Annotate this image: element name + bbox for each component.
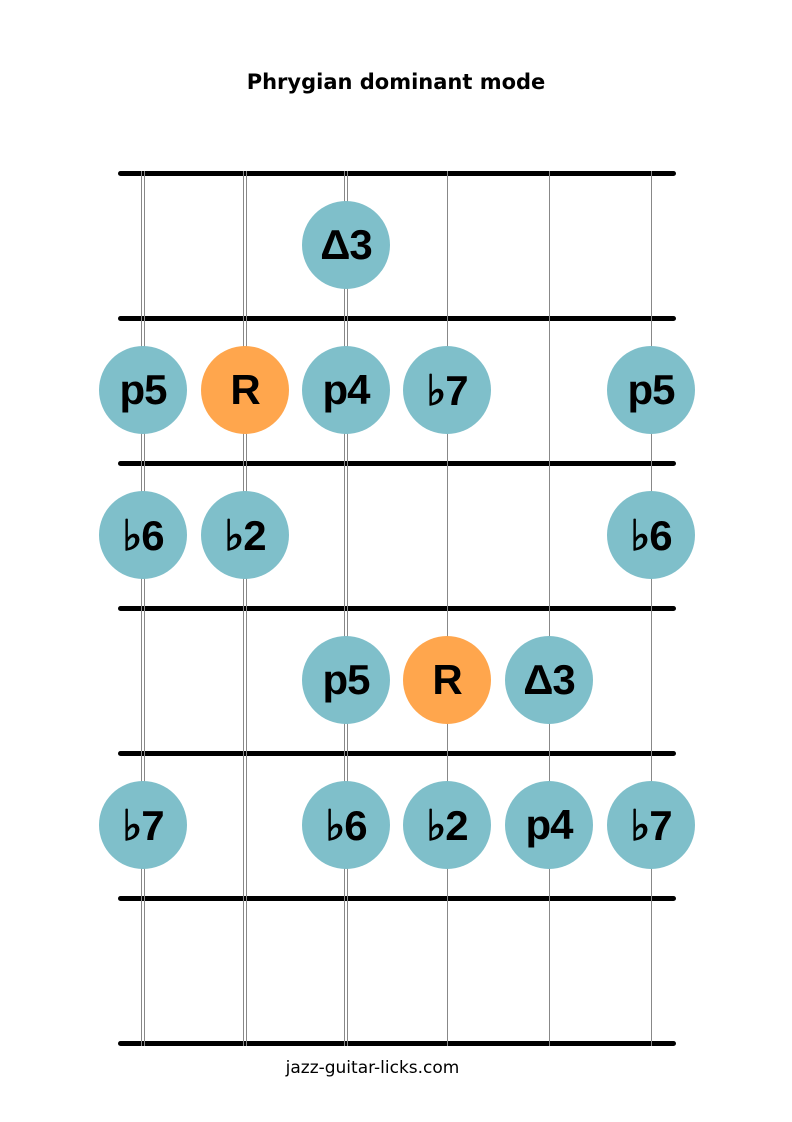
string-line xyxy=(651,171,652,1046)
string-line xyxy=(447,171,448,1046)
string-line xyxy=(141,171,145,1046)
interval-note-marker: p4 xyxy=(505,781,593,869)
interval-note-marker: ♭6 xyxy=(99,491,187,579)
fret-line xyxy=(118,751,676,756)
root-note-marker: R xyxy=(403,636,491,724)
interval-note-marker: Δ3 xyxy=(302,201,390,289)
diagram-title: Phrygian dominant mode xyxy=(246,70,546,94)
footer-credit: jazz-guitar-licks.com xyxy=(285,1058,460,1078)
interval-note-marker: p5 xyxy=(99,346,187,434)
interval-note-marker: ♭7 xyxy=(607,781,695,869)
interval-note-marker: ♭7 xyxy=(403,346,491,434)
fret-line xyxy=(118,896,676,901)
root-note-marker: R xyxy=(201,346,289,434)
interval-note-marker: ♭6 xyxy=(302,781,390,869)
fret-line xyxy=(118,171,676,176)
interval-note-marker: p4 xyxy=(302,346,390,434)
fret-line xyxy=(118,461,676,466)
string-line xyxy=(549,171,550,1046)
string-line xyxy=(344,171,348,1046)
fret-line xyxy=(118,1041,676,1046)
interval-note-marker: p5 xyxy=(302,636,390,724)
interval-note-marker: ♭2 xyxy=(201,491,289,579)
fret-line xyxy=(118,606,676,611)
interval-note-marker: Δ3 xyxy=(505,636,593,724)
string-line xyxy=(243,171,247,1046)
interval-note-marker: ♭7 xyxy=(99,781,187,869)
interval-note-marker: ♭6 xyxy=(607,491,695,579)
interval-note-marker: p5 xyxy=(607,346,695,434)
fret-line xyxy=(118,316,676,321)
interval-note-marker: ♭2 xyxy=(403,781,491,869)
